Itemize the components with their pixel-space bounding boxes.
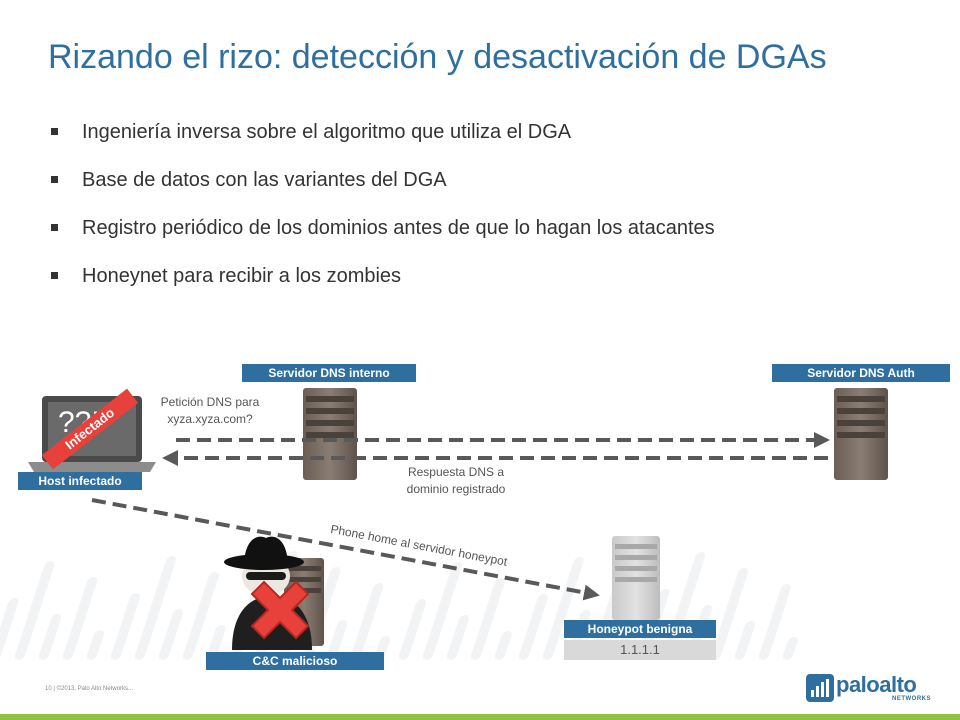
dns-auth-server-icon (834, 388, 888, 480)
paloalto-bars-icon (806, 674, 834, 702)
paloalto-logo: paloalto NETWORKS (806, 672, 931, 706)
blocked-x-icon (250, 580, 310, 640)
bullet-list: Ingeniería inversa sobre el algoritmo qu… (48, 118, 715, 310)
honeypot-server-icon (612, 536, 660, 620)
response-note: Respuesta DNS a dominio registrado (382, 464, 530, 498)
honeypot-label: Honeypot benigna (564, 620, 716, 638)
logo-text: paloalto (836, 672, 917, 697)
dns-internal-label: Servidor DNS interno (242, 364, 416, 382)
request-note: Petición DNS para xyza.xyza.com? (136, 394, 284, 428)
host-label: Host infectado (18, 472, 142, 490)
dns-internal-server-icon (303, 388, 357, 480)
response-note-line: Respuesta DNS a (407, 465, 505, 479)
phone-home-arrow (91, 498, 600, 601)
bullet-item: Ingeniería inversa sobre el algoritmo qu… (48, 118, 715, 166)
request-note-line: Petición DNS para (160, 395, 260, 409)
bottom-accent-bar (0, 714, 960, 720)
response-note-line: dominio registrado (406, 482, 506, 496)
dns-auth-label: Servidor DNS Auth (772, 364, 950, 382)
bullet-item: Base de datos con las variantes del DGA (48, 166, 715, 214)
slide-title: Rizando el rizo: detección y desactivaci… (48, 38, 827, 76)
honeypot-ip: 1.1.1.1 (564, 640, 716, 660)
logo-subtext: NETWORKS (892, 696, 931, 702)
request-note-line: xyza.xyza.com? (167, 412, 253, 426)
footer-text: 10 | ©2013, Palo Alto Networks... (45, 686, 134, 692)
cc-label: C&C malicioso (206, 652, 384, 670)
bullet-item: Honeynet para recibir a los zombies (48, 262, 715, 310)
bullet-item: Registro periódico de los dominios antes… (48, 214, 715, 262)
